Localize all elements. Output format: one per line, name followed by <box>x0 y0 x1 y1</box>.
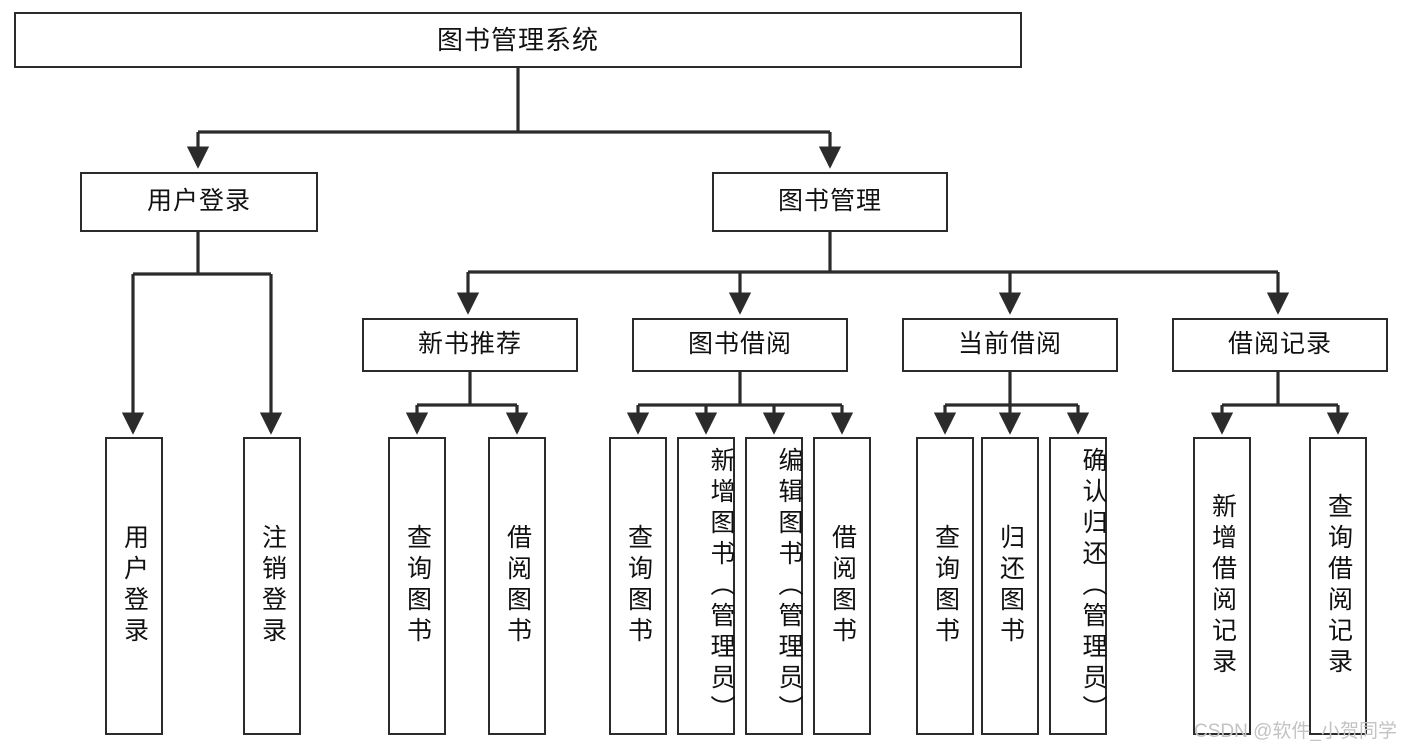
node-new-book-recommend[interactable]: 新书推荐 <box>362 318 578 372</box>
csdn-watermark: CSDN @软件_小贺同学 <box>1194 721 1397 742</box>
node-leaf-query-record[interactable]: 查询借阅记录 <box>1309 437 1367 735</box>
node-leaf-add-book[interactable]: 新增图书（管理员） <box>677 437 735 735</box>
node-leaf-query-book-1[interactable]: 查询图书 <box>388 437 446 735</box>
node-leaf-borrow-book-2[interactable]: 借阅图书 <box>813 437 871 735</box>
node-leaf-return-book[interactable]: 归还图书 <box>981 437 1039 735</box>
node-leaf-logout[interactable]: 注销登录 <box>243 437 301 735</box>
node-leaf-user-login[interactable]: 用户登录 <box>105 437 163 735</box>
node-leaf-borrow-book-1[interactable]: 借阅图书 <box>488 437 546 735</box>
node-leaf-edit-book[interactable]: 编辑图书（管理员） <box>745 437 803 735</box>
node-current-borrow[interactable]: 当前借阅 <box>902 318 1118 372</box>
node-user-login[interactable]: 用户登录 <box>80 172 318 232</box>
node-book-manage[interactable]: 图书管理 <box>712 172 948 232</box>
node-borrow-record[interactable]: 借阅记录 <box>1172 318 1388 372</box>
node-leaf-query-book-3[interactable]: 查询图书 <box>916 437 974 735</box>
node-leaf-confirm-return[interactable]: 确认归还（管理员） <box>1049 437 1107 735</box>
node-root[interactable]: 图书管理系统 <box>14 12 1022 68</box>
node-book-borrow[interactable]: 图书借阅 <box>632 318 848 372</box>
node-leaf-query-book-2[interactable]: 查询图书 <box>609 437 667 735</box>
node-leaf-add-record[interactable]: 新增借阅记录 <box>1193 437 1251 735</box>
